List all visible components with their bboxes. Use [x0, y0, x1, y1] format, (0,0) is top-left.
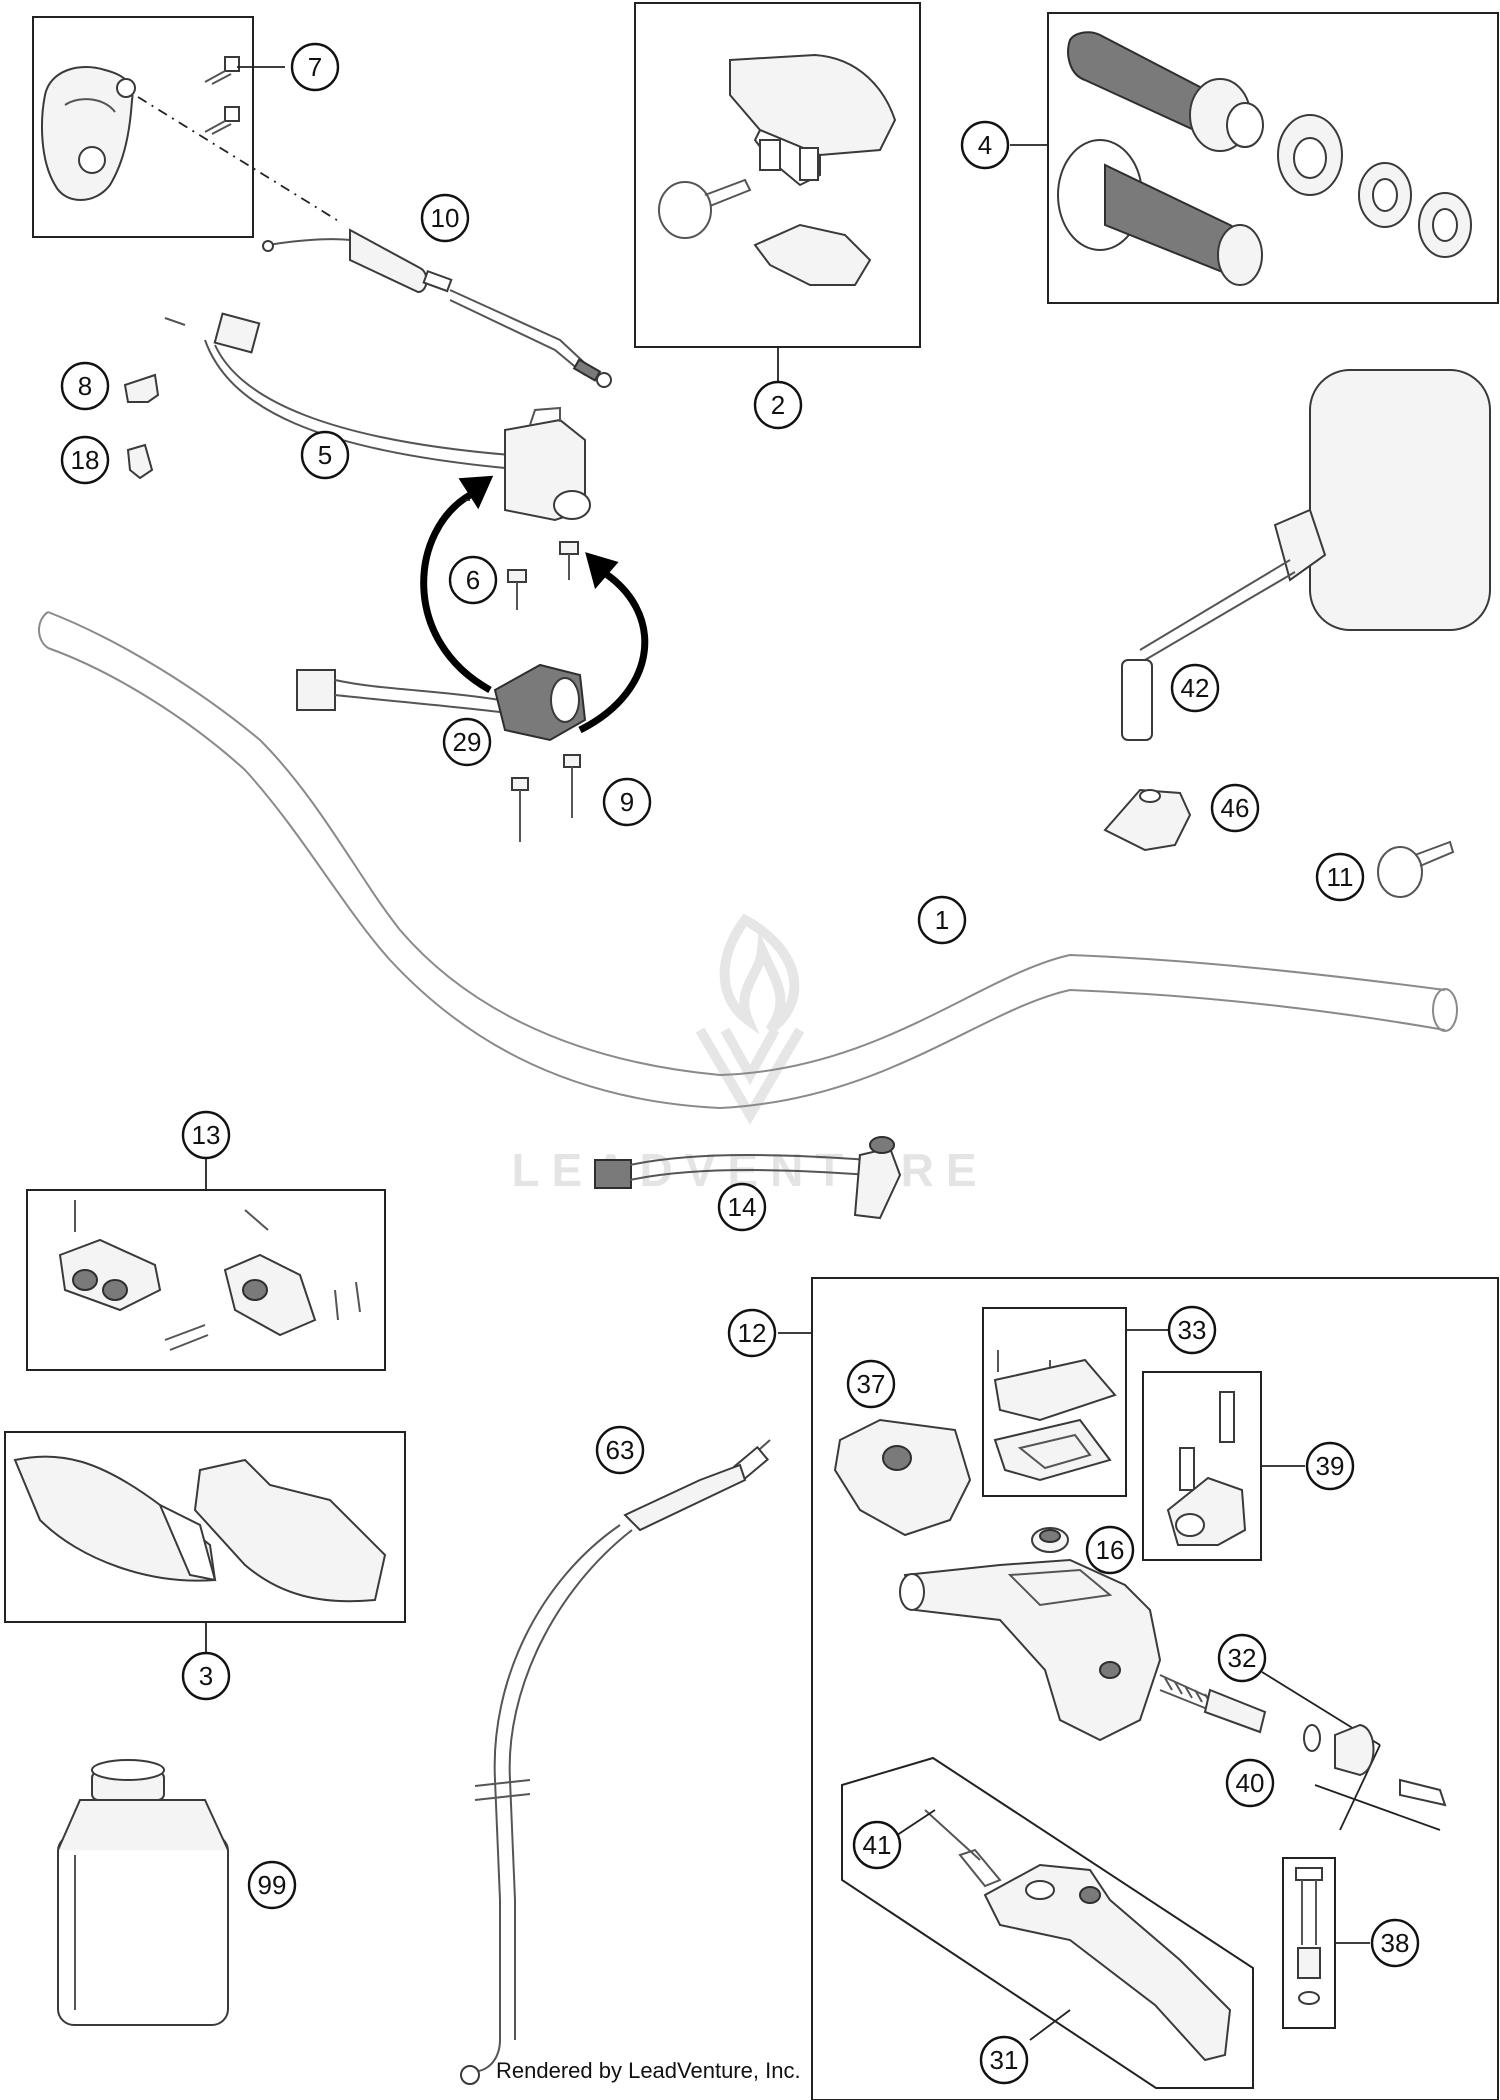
group-2-box — [634, 2, 921, 348]
callout-12: 12 — [727, 1308, 777, 1358]
callout-63: 63 — [595, 1425, 645, 1475]
group-7-box — [32, 16, 254, 238]
callout-63-label: 63 — [606, 1435, 635, 1465]
callout-1-label: 1 — [935, 905, 949, 935]
group-39-box — [1142, 1371, 1262, 1561]
callout-42-label: 42 — [1181, 673, 1210, 703]
bolts-9 — [511, 754, 581, 842]
callout-31-label: 31 — [990, 2045, 1019, 2075]
callout-6: 6 — [448, 555, 498, 605]
assembly-arrows — [420, 475, 649, 734]
handlebar — [38, 611, 1458, 1110]
callout-42: 42 — [1170, 663, 1220, 713]
group-38-box — [1282, 1857, 1336, 2029]
callout-31: 31 — [979, 2035, 1029, 2085]
callout-3: 3 — [181, 1651, 231, 1701]
callout-4-label: 4 — [978, 130, 992, 160]
callout-46: 46 — [1210, 783, 1260, 833]
callout-7-label: 7 — [308, 52, 322, 82]
callout-99: 99 — [247, 1860, 297, 1910]
clutch-grip — [1057, 139, 1263, 286]
callout-14-label: 14 — [728, 1192, 757, 1222]
callout-29: 29 — [442, 717, 492, 767]
callout-7: 7 — [290, 42, 340, 92]
callout-2-label: 2 — [771, 390, 785, 420]
group-3-box — [4, 1431, 406, 1623]
callout-5: 5 — [300, 430, 350, 480]
clip-8 — [123, 373, 160, 403]
throttle-cable — [262, 228, 612, 388]
callout-99-label: 99 — [258, 1870, 287, 1900]
callout-33: 33 — [1167, 1305, 1217, 1355]
callout-8: 8 — [60, 361, 110, 411]
callout-39-label: 39 — [1316, 1451, 1345, 1481]
callout-16-label: 16 — [1096, 1535, 1125, 1565]
callout-3-label: 3 — [199, 1661, 213, 1691]
mirror-42 — [1121, 369, 1491, 741]
callout-13: 13 — [181, 1110, 231, 1160]
group-12-box — [811, 1277, 1499, 2100]
cap-16 — [1031, 1527, 1069, 1553]
callout-16: 16 — [1085, 1525, 1135, 1575]
callout-4: 4 — [960, 120, 1010, 170]
callout-1: 1 — [917, 895, 967, 945]
screw — [204, 106, 240, 135]
callout-33-label: 33 — [1178, 1315, 1207, 1345]
fluid-can-99 — [57, 1759, 229, 2026]
callout-2: 2 — [753, 380, 803, 430]
callout-37-label: 37 — [857, 1369, 886, 1399]
callout-32-label: 32 — [1228, 1643, 1257, 1673]
callout-5-label: 5 — [318, 440, 332, 470]
screws-6 — [507, 541, 579, 610]
callout-38-label: 38 — [1381, 1928, 1410, 1958]
lever-guard-37 — [833, 1418, 972, 1537]
callout-11: 11 — [1315, 852, 1365, 902]
callout-29-label: 29 — [453, 727, 482, 757]
callout-18: 18 — [60, 435, 110, 485]
footer-credit: Rendered by LeadVenture, Inc. — [496, 2058, 801, 2083]
callout-40: 40 — [1225, 1758, 1275, 1808]
clutch-hose-63 — [460, 1439, 771, 2085]
callout-41-label: 41 — [863, 1830, 892, 1860]
master-cylinder — [899, 1558, 1162, 1742]
group-13-box — [26, 1189, 386, 1371]
callout-10-label: 10 — [431, 203, 460, 233]
callout-8-label: 8 — [78, 371, 92, 401]
callout-18-label: 18 — [71, 445, 100, 475]
callout-14: 14 — [717, 1182, 767, 1232]
callout-46-label: 46 — [1221, 793, 1250, 823]
callout-6-label: 6 — [466, 565, 480, 595]
callout-9-label: 9 — [620, 787, 634, 817]
callout-32: 32 — [1217, 1633, 1267, 1683]
callout-38: 38 — [1370, 1918, 1420, 1968]
callout-11-label: 11 — [1327, 862, 1354, 892]
clip-18 — [126, 443, 154, 480]
throttle-grip — [1067, 31, 1264, 152]
spring-32 — [1159, 1674, 1267, 1734]
switch-5 — [164, 312, 591, 522]
callout-10: 10 — [420, 193, 470, 243]
group-4-box — [1047, 12, 1499, 304]
kill-switch-14 — [594, 1136, 902, 1220]
callout-9: 9 — [602, 777, 652, 827]
cable-tie-11 — [1377, 840, 1455, 898]
group-33-box — [982, 1307, 1127, 1497]
seal-40 — [1303, 1723, 1447, 1807]
switch-29 — [296, 663, 587, 742]
group-31-box — [841, 1756, 1254, 2089]
callout-13-label: 13 — [192, 1120, 221, 1150]
screw — [204, 56, 240, 85]
clamp-46 — [1103, 788, 1192, 852]
callout-39: 39 — [1305, 1441, 1355, 1491]
leadventure-flame-logo — [695, 913, 805, 1125]
callout-40-label: 40 — [1236, 1768, 1265, 1798]
callout-41: 41 — [852, 1820, 902, 1870]
callout-12-label: 12 — [738, 1318, 767, 1348]
callout-37: 37 — [846, 1359, 896, 1409]
grip-ring — [1277, 114, 1343, 196]
